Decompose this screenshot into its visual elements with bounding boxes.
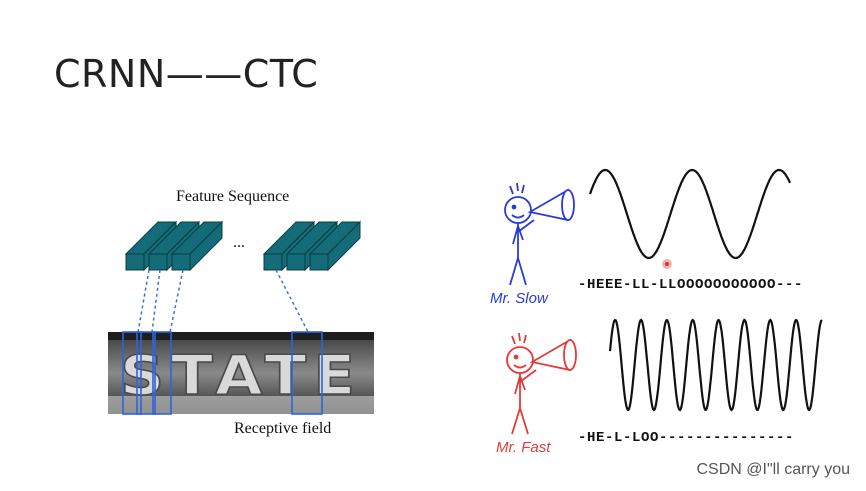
feature-block [308, 220, 362, 272]
receptive-field-boxes [122, 331, 323, 415]
mr-slow-label: Mr. Slow [490, 290, 548, 307]
slide-title: CRNN——CTC [54, 52, 319, 96]
feature-blocks-left [124, 220, 224, 272]
feature-block [170, 220, 224, 272]
fast-sequence: -HE-L-LOO--------------- [578, 430, 795, 446]
receptive-connectors [137, 269, 309, 333]
slow-waveform [588, 168, 791, 260]
feature-blocks-right [262, 220, 362, 272]
mr-fast-figure [506, 332, 577, 435]
fast-waveform [608, 318, 823, 412]
mr-slow-figure [504, 182, 575, 286]
ellipsis: ... [233, 234, 245, 251]
receptive-field-label: Receptive field [234, 420, 332, 437]
text-image: STATE [108, 332, 374, 414]
feature-sequence-label: Feature Sequence [176, 188, 290, 205]
slow-sequence: -HEEE-LL-LLOOOOOOOOOOO--- [578, 277, 804, 293]
mr-fast-label: Mr. Fast [496, 439, 551, 456]
csdn-credit: CSDN @I"ll carry you [696, 461, 851, 478]
image-text: STATE [120, 344, 362, 407]
